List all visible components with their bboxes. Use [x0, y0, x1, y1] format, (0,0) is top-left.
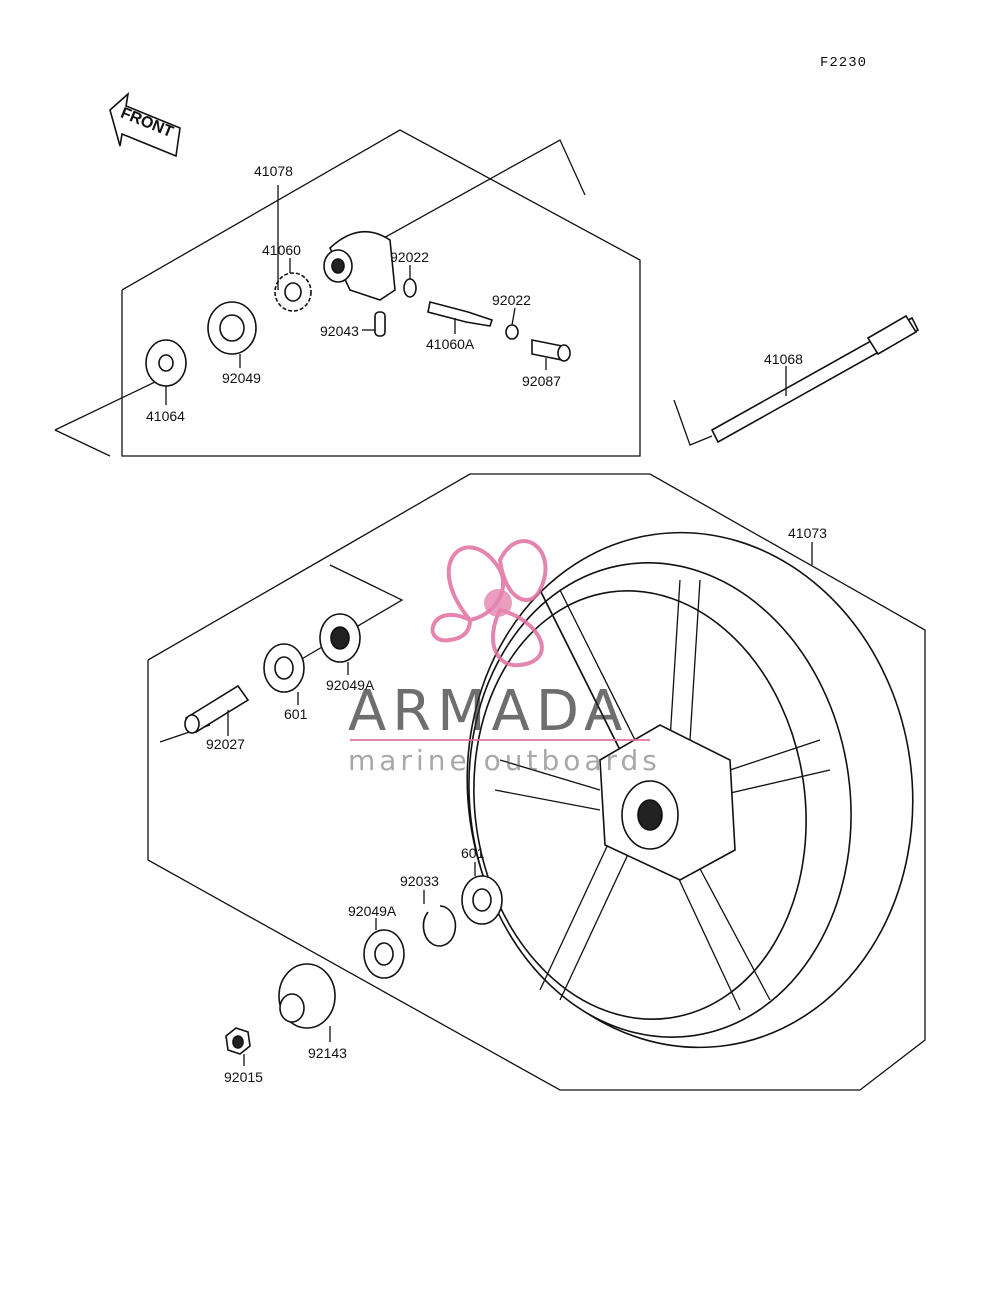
part-92043-icon — [362, 311, 386, 337]
part-41078-housing-icon — [277, 185, 396, 301]
diagram-code: F2230 — [820, 55, 867, 71]
label-41060A: 41060A — [426, 336, 475, 352]
part-601-bot-icon — [461, 862, 503, 925]
label-41073: 41073 — [788, 525, 827, 541]
label-92049A-bot: 92049A — [348, 903, 397, 919]
label-41068: 41068 — [764, 351, 803, 367]
label-92015: 92015 — [224, 1069, 263, 1085]
label-92087: 92087 — [522, 373, 561, 389]
label-92027: 92027 — [206, 736, 245, 752]
label-92049A-top: 92049A — [326, 677, 375, 693]
label-41064: 41064 — [146, 408, 185, 424]
part-92015-nut-icon — [225, 1027, 251, 1066]
watermark: ARMADA marine outboards — [348, 539, 661, 777]
part-92049A-top-icon — [319, 613, 361, 675]
part-92087-icon — [531, 339, 571, 370]
label-92022a: 92022 — [390, 249, 429, 265]
part-92033-circlip-icon — [422, 890, 457, 947]
part-601-top-icon — [263, 643, 305, 705]
watermark-name: ARMADA — [348, 679, 628, 744]
part-92143-collar-icon — [278, 963, 336, 1042]
watermark-logo-icon — [430, 539, 548, 668]
front-arrow-icon: FRONT — [109, 91, 181, 158]
part-41073-wheel-icon — [466, 531, 914, 1049]
label-92033: 92033 — [400, 873, 439, 889]
part-92049-icon — [207, 301, 257, 368]
part-41060-icon — [274, 258, 312, 312]
watermark-tagline: marine outboards — [348, 744, 661, 777]
part-92022a-icon — [403, 265, 417, 298]
label-601-bot: 601 — [461, 845, 485, 861]
part-92022b-icon — [505, 307, 519, 340]
part-92027-spacer-icon — [184, 684, 250, 736]
label-92143: 92143 — [308, 1045, 347, 1061]
part-41060A-icon — [427, 301, 494, 334]
speedometer-assembly-frame — [54, 129, 641, 457]
label-92022b: 92022 — [492, 292, 531, 308]
label-92043: 92043 — [320, 323, 359, 339]
part-92049A-bot-icon — [363, 918, 405, 979]
label-41078: 41078 — [254, 163, 293, 179]
label-41060: 41060 — [262, 242, 301, 258]
label-601-top: 601 — [284, 706, 308, 722]
part-41064-icon — [145, 339, 187, 405]
part-41068-axle-icon — [673, 314, 920, 446]
label-92049: 92049 — [222, 370, 261, 386]
